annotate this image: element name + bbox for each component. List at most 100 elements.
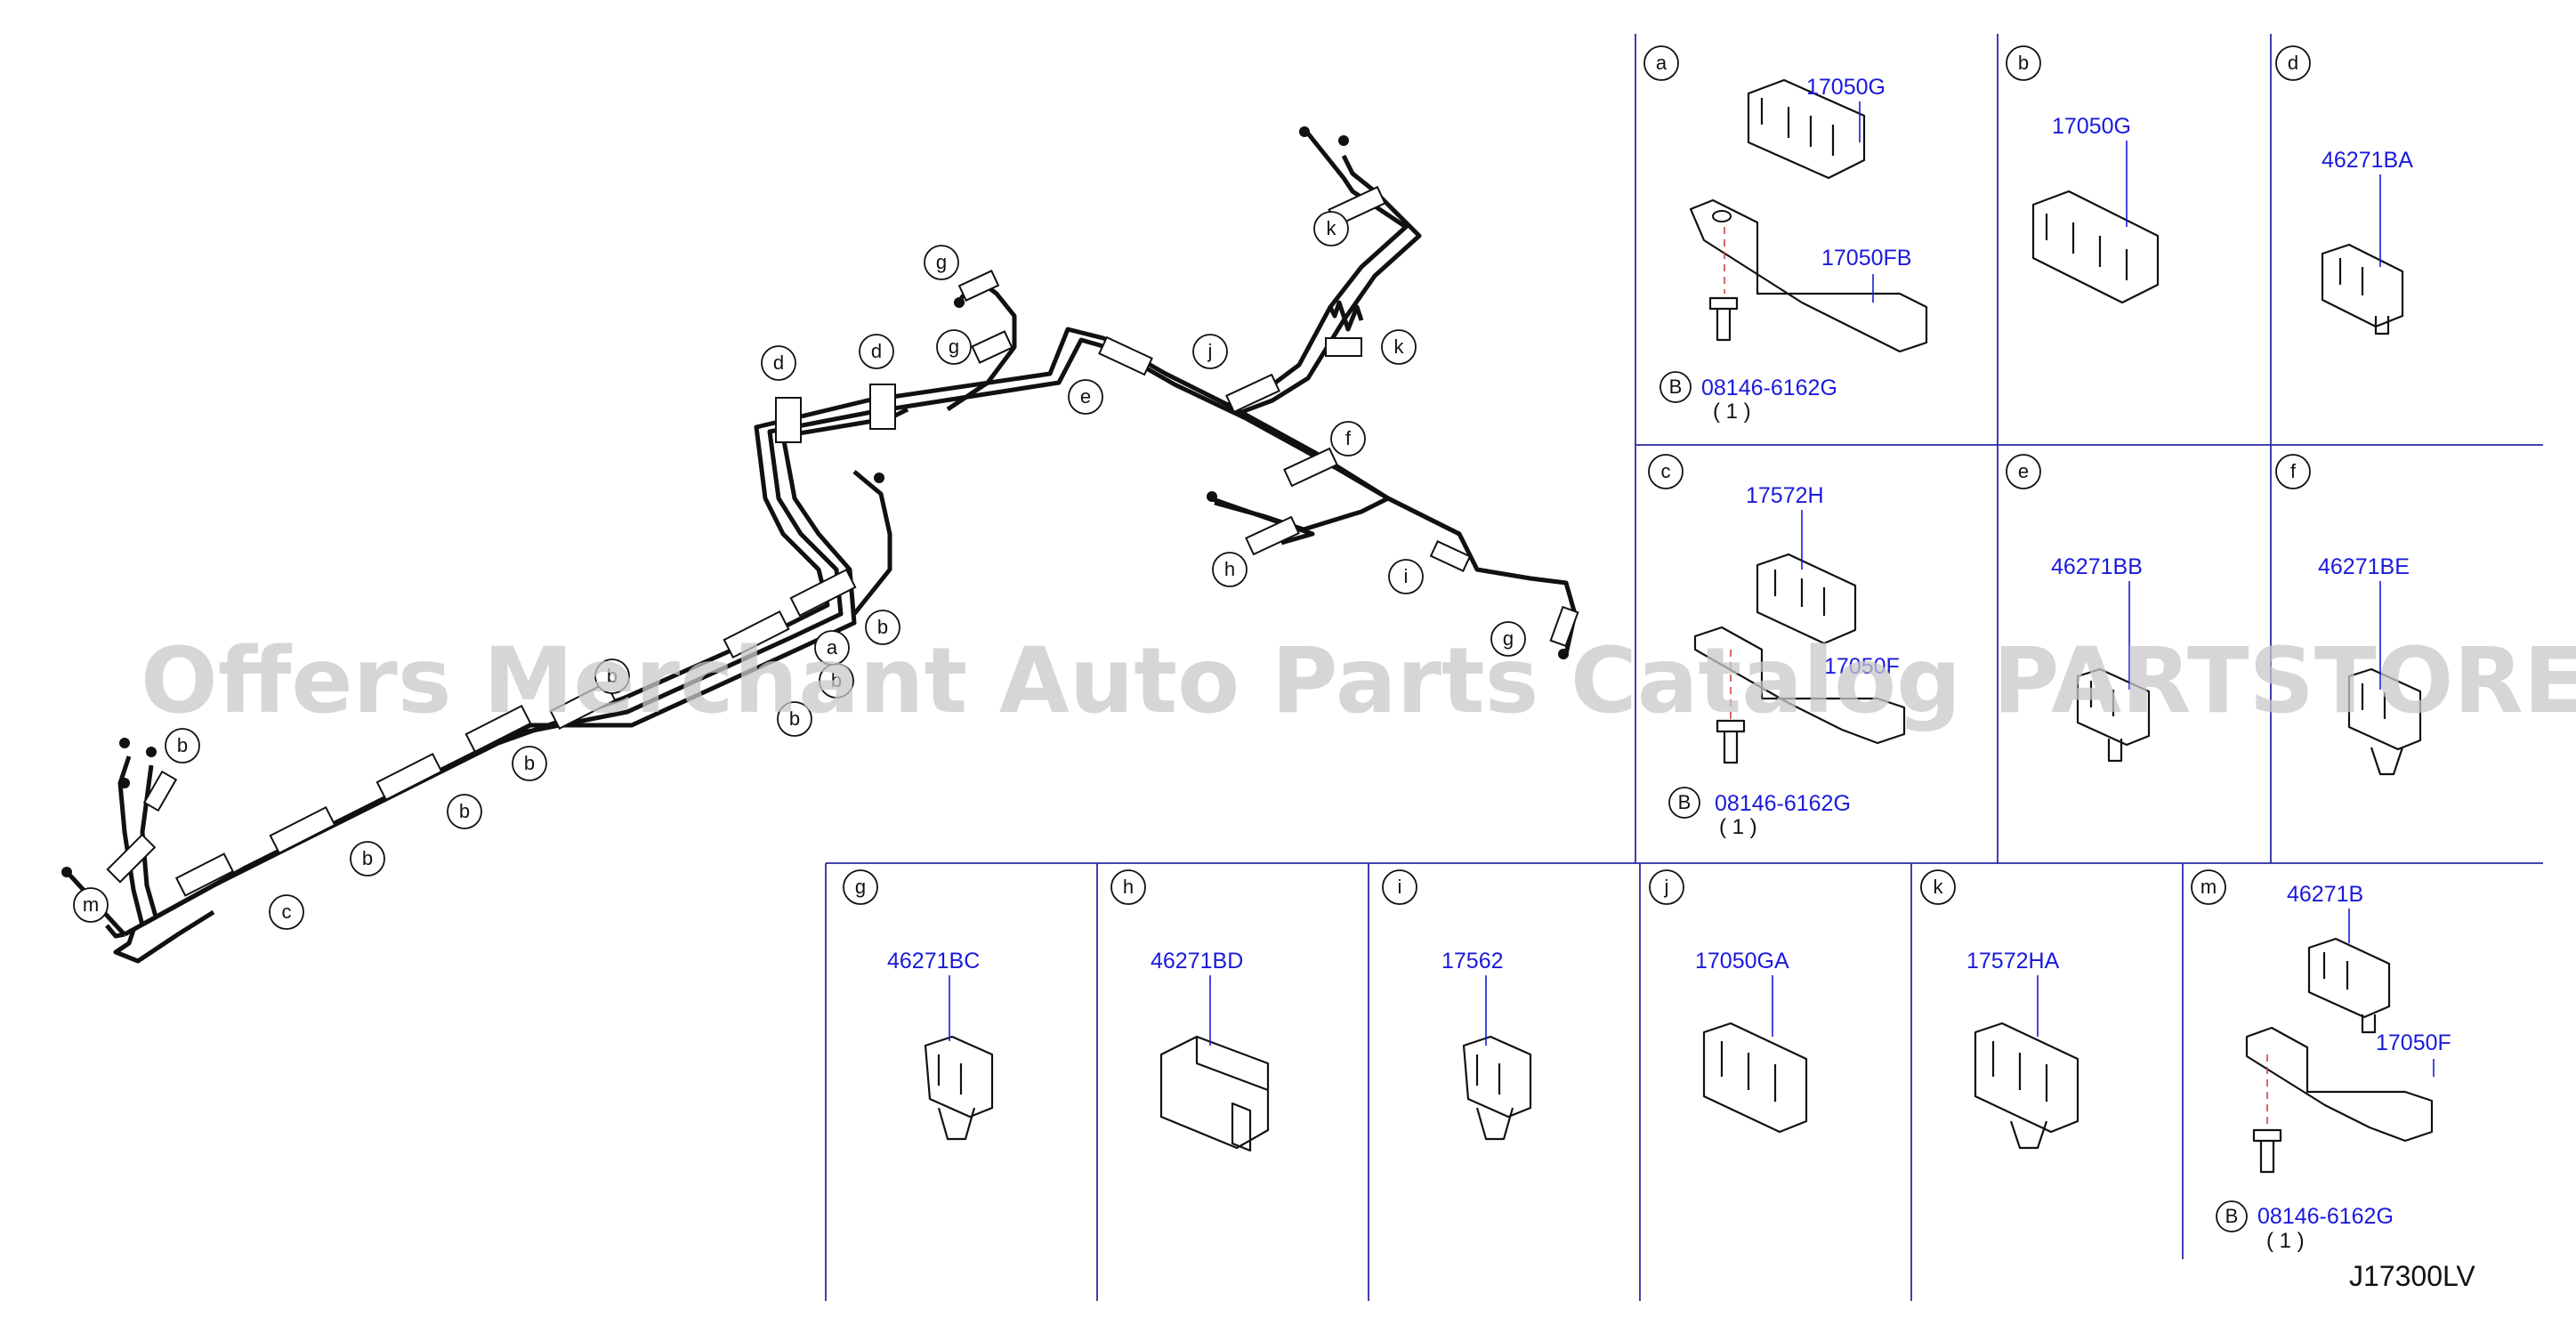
callout-c: c xyxy=(269,894,304,930)
panel-c-drawing xyxy=(1693,553,1906,764)
diagram-code: J17300LV xyxy=(2349,1260,2475,1292)
brake-tube-assembly xyxy=(61,126,1579,964)
callout-b: b xyxy=(594,658,630,694)
svg-text:i: i xyxy=(1398,876,1402,898)
svg-text:j: j xyxy=(1664,876,1669,898)
part-number-17050f[interactable]: 17050F xyxy=(2376,1030,2451,1055)
svg-text:a: a xyxy=(1656,52,1668,74)
callout-b: b xyxy=(777,701,812,737)
svg-text:k: k xyxy=(1327,217,1337,239)
callout-b: b xyxy=(512,746,547,781)
tube-end-left2 xyxy=(105,924,125,939)
callout-k: k xyxy=(1381,329,1417,365)
callout-g: g xyxy=(1490,621,1526,657)
part-number-46271ba[interactable]: 46271BA xyxy=(2322,148,2413,173)
svg-text:m: m xyxy=(2201,876,2217,898)
callout-f: f xyxy=(1330,421,1366,456)
svg-text:B: B xyxy=(1669,376,1683,398)
panel-m-letter: m xyxy=(2191,869,2226,905)
svg-text:f: f xyxy=(1345,427,1352,449)
part-number-17050g[interactable]: 17050G xyxy=(1806,75,1886,100)
svg-text:g: g xyxy=(936,251,947,273)
panel-f-drawing xyxy=(2347,667,2422,776)
part-number-17562[interactable]: 17562 xyxy=(1441,949,1504,974)
bolt-marker-m: B xyxy=(2216,1200,2248,1232)
part-number-46271bd[interactable]: 46271BD xyxy=(1151,949,1243,974)
svg-text:g: g xyxy=(949,335,959,358)
panel-h-letter: h xyxy=(1110,869,1146,905)
quantity-label: ( 1 ) xyxy=(1719,815,1757,839)
panel-m-drawing xyxy=(2245,937,2434,1174)
panel-b-letter: b xyxy=(2006,45,2041,81)
panel-e-letter: e xyxy=(2006,454,2041,489)
svg-text:m: m xyxy=(83,893,99,916)
svg-text:i: i xyxy=(1404,565,1409,587)
part-number-08146-6162g[interactable]: 08146-6162G xyxy=(2257,1204,2394,1229)
panel-i-drawing xyxy=(1462,1035,1532,1141)
svg-text:j: j xyxy=(1207,340,1213,362)
callout-d: d xyxy=(859,334,894,369)
tube-zigzag-k xyxy=(1328,300,1364,332)
part-number-17050fb[interactable]: 17050FB xyxy=(1821,246,1911,271)
part-number-17572h[interactable]: 17572H xyxy=(1746,483,1824,508)
callout-j: j xyxy=(1192,334,1228,369)
callout-d: d xyxy=(761,345,796,381)
svg-text:B: B xyxy=(1678,791,1692,813)
panel-k-letter: k xyxy=(1920,869,1956,905)
panel-g-drawing xyxy=(924,1035,994,1141)
part-number-08146-6162g[interactable]: 08146-6162G xyxy=(1715,791,1851,816)
panel-j-drawing xyxy=(1702,1022,1808,1134)
bolt-marker-c: B xyxy=(1668,787,1700,819)
part-number-08146-6162g[interactable]: 08146-6162G xyxy=(1701,376,1837,400)
tube-branch-h xyxy=(1214,496,1390,532)
svg-text:h: h xyxy=(1123,876,1134,898)
callout-b: b xyxy=(865,610,900,645)
callout-g: g xyxy=(936,329,972,365)
part-number-17050f[interactable]: 17050F xyxy=(1824,654,1900,679)
part-number-46271bc[interactable]: 46271BC xyxy=(887,949,980,974)
panel-e-drawing xyxy=(2076,667,2151,763)
panel-d-drawing xyxy=(2321,243,2404,335)
part-number-46271be[interactable]: 46271BE xyxy=(2318,554,2410,579)
callout-a: a xyxy=(814,630,850,666)
svg-text:k: k xyxy=(1934,876,1944,898)
part-number-46271b[interactable]: 46271B xyxy=(2287,882,2363,907)
svg-text:h: h xyxy=(1224,558,1235,580)
callout-k: k xyxy=(1313,211,1349,246)
panel-i-letter: i xyxy=(1382,869,1417,905)
bolt-marker-a: B xyxy=(1659,371,1692,403)
callout-i: i xyxy=(1388,559,1424,594)
bracket-icon xyxy=(1689,198,1928,353)
bolt-icon xyxy=(1708,296,1739,342)
svg-text:g: g xyxy=(1503,627,1514,650)
callout-b: b xyxy=(350,841,385,877)
svg-text:b: b xyxy=(459,800,470,822)
panel-f-letter: f xyxy=(2275,454,2311,489)
part-number-17572ha[interactable]: 17572HA xyxy=(1966,949,2060,974)
quantity-label: ( 1 ) xyxy=(1713,400,1751,424)
svg-text:c: c xyxy=(1661,460,1671,482)
svg-text:e: e xyxy=(2018,460,2029,482)
svg-text:a: a xyxy=(827,636,838,658)
panel-k-drawing xyxy=(1974,1022,2079,1150)
part-number-46271bb[interactable]: 46271BB xyxy=(2051,554,2143,579)
tube-branch-k xyxy=(1227,132,1409,408)
callout-g: g xyxy=(924,245,959,280)
svg-text:b: b xyxy=(607,665,618,687)
panel-letter-markers: a b d c e f g h i j k m xyxy=(843,45,2311,905)
tube-end-m xyxy=(117,755,145,926)
panel-part-drawings xyxy=(924,78,2434,1174)
tube-branch-h2 xyxy=(1209,496,1315,545)
svg-text:b: b xyxy=(789,707,800,730)
part-number-17050g[interactable]: 17050G xyxy=(2052,114,2131,139)
panel-c-letter: c xyxy=(1648,454,1684,489)
clamp-clip-icon xyxy=(1747,78,1866,180)
panel-d-letter: d xyxy=(2275,45,2311,81)
callout-m: m xyxy=(73,887,109,923)
part-number-17050ga[interactable]: 17050GA xyxy=(1695,949,1789,974)
panel-a-letter: a xyxy=(1643,45,1679,81)
svg-text:k: k xyxy=(1394,335,1405,358)
